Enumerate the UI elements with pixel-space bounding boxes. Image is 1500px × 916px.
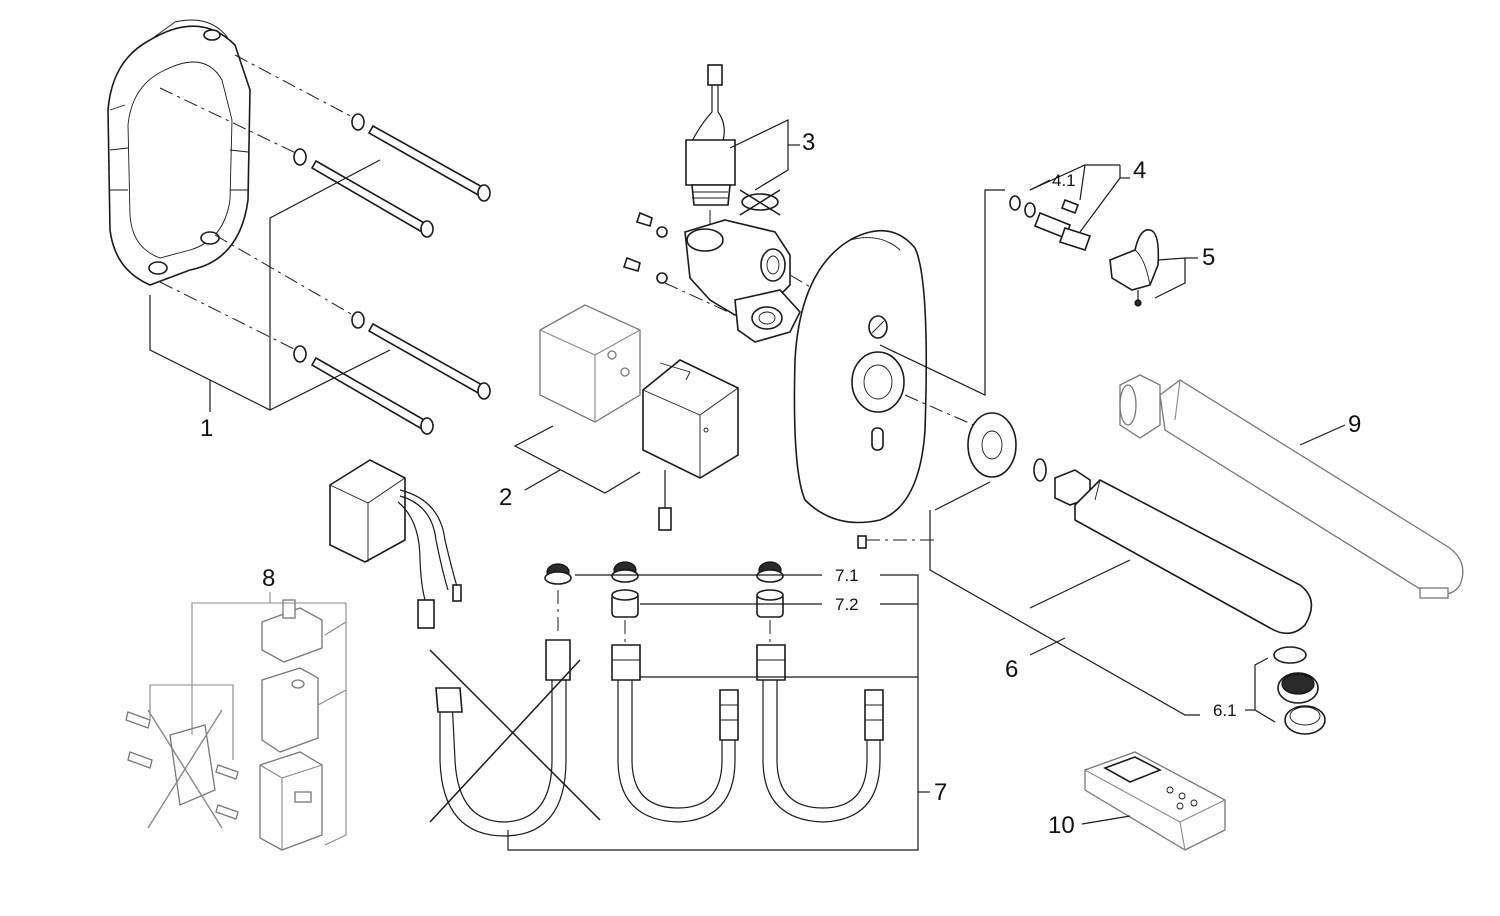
callout-bracket-6-1 <box>1245 657 1276 723</box>
callout-leader-10 <box>1081 815 1131 825</box>
solenoid-valve <box>685 64 736 206</box>
frame-dash-lines <box>159 54 359 353</box>
spout-long <box>1119 374 1464 599</box>
wall-bracket-crossed-out <box>125 709 239 829</box>
sensor-module <box>329 459 462 629</box>
callout-label-4-1: 4.1 <box>1052 171 1076 190</box>
callout-bracket-2 <box>513 425 641 494</box>
callout-label-9: 9 <box>1348 411 1361 438</box>
power-supply-box <box>642 359 739 531</box>
spout-flange <box>967 412 1047 482</box>
callout-label-3: 3 <box>802 129 815 156</box>
junction-box-grey <box>539 304 641 423</box>
callout-label-2: 2 <box>499 484 512 511</box>
callout-label-6-1: 6.1 <box>1213 701 1237 720</box>
mounting-frame <box>107 19 251 286</box>
callout-label-7: 7 <box>934 779 947 806</box>
spout-short <box>1054 469 1313 635</box>
hose-right <box>756 644 884 823</box>
battery-housing-set <box>259 599 323 851</box>
valve-body <box>684 219 801 343</box>
hose-left <box>611 644 739 823</box>
callout-label-8: 8 <box>262 565 275 592</box>
callout-bracket-8 <box>149 592 347 846</box>
callout-label-10: 10 <box>1048 812 1075 839</box>
callout-bracket-7 <box>507 574 930 851</box>
callout-bracket-5 <box>1154 257 1198 299</box>
callout-label-7-2: 7.2 <box>835 595 859 614</box>
callout-bracket-6 <box>929 481 1200 716</box>
callout-bracket-3 <box>729 119 800 191</box>
callout-label-6: 6 <box>1005 656 1018 683</box>
crossed-out-seal <box>739 189 781 216</box>
callout-bracket-4 <box>1029 164 1130 233</box>
callout-label-4: 4 <box>1133 157 1146 184</box>
hose-dash-lines <box>557 590 771 645</box>
hose-fittings-top <box>544 561 784 618</box>
callout-bracket-1 <box>149 159 391 412</box>
washer-and-bolt-set <box>293 113 491 435</box>
callout-label-1: 1 <box>200 415 213 442</box>
aerator-parts <box>1273 646 1326 735</box>
lever-cartridge-set <box>1009 195 1092 251</box>
cover-dash-lines <box>866 189 1005 541</box>
callout-label-5: 5 <box>1202 244 1215 271</box>
remote-control <box>1084 751 1226 851</box>
valve-screws <box>622 211 668 284</box>
wall-cover-plate <box>793 229 928 549</box>
lever-handle <box>1109 229 1160 307</box>
callout-label-7-1: 7.1 <box>835 566 859 585</box>
callout-leader-9 <box>1299 424 1346 446</box>
hose-crossed-out <box>429 639 601 837</box>
